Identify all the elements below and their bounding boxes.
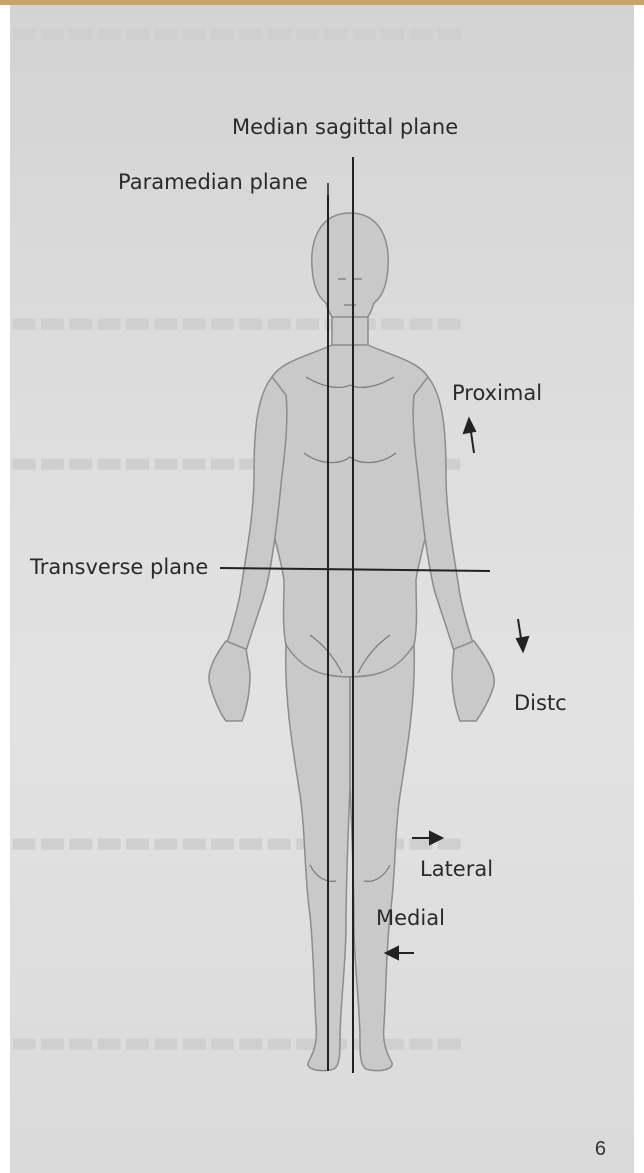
anatomical-planes-diagram	[10, 5, 634, 1173]
figure-left-arm	[226, 377, 287, 651]
lateral-arrowhead	[430, 832, 442, 844]
page-number: 6	[595, 1138, 606, 1161]
human-figure	[209, 213, 494, 1071]
figure-right-hand	[452, 641, 494, 721]
figure-torso	[266, 345, 434, 677]
figure-head	[312, 213, 388, 331]
distal-label: Distc	[514, 693, 567, 714]
lateral-label: Lateral	[420, 859, 493, 880]
figure-left-hand	[209, 641, 250, 721]
transverse-plane-label: Transverse plane	[30, 557, 208, 578]
distal-arrowhead	[517, 637, 528, 651]
figure-left-leg	[286, 645, 350, 1071]
figure-right-leg	[350, 645, 414, 1071]
figure-neck	[332, 317, 368, 349]
proximal-arrowhead	[464, 419, 475, 433]
proximal-label: Proximal	[452, 383, 542, 404]
median-sagittal-plane-label: Median sagittal plane	[232, 117, 458, 138]
paramedian-plane-label: Paramedian plane	[118, 172, 308, 193]
figure-right-arm	[413, 377, 474, 651]
medial-label: Medial	[376, 908, 445, 929]
